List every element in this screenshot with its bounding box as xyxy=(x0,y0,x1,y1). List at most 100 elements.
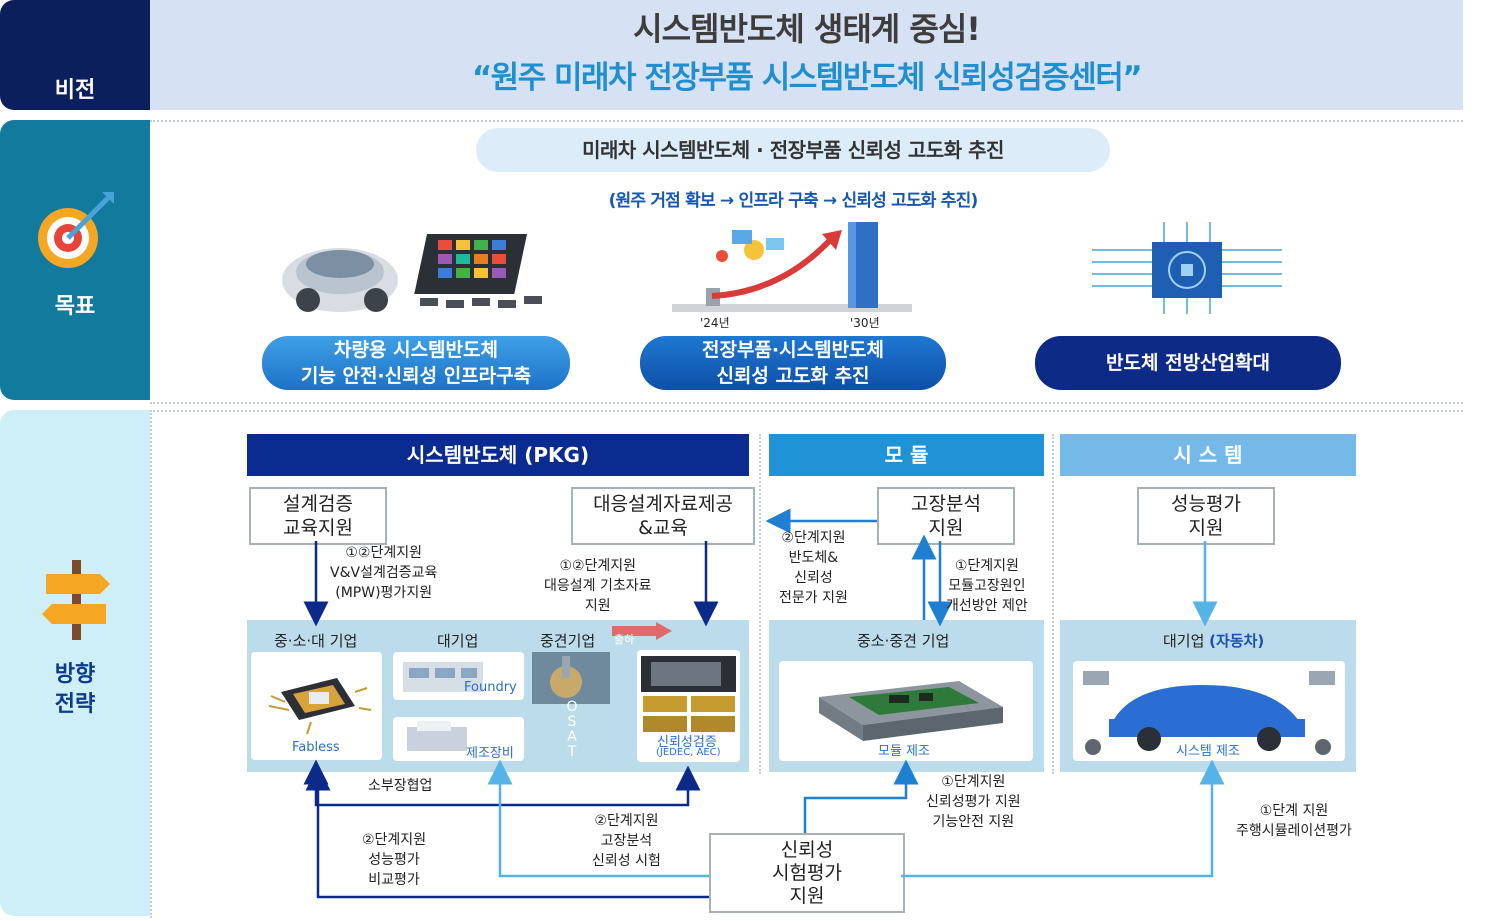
annotation-failure-test: ②단계지원 고장분석 신뢰성 시험 xyxy=(592,811,661,871)
a8-line3: 기능안전 지원 xyxy=(932,814,1015,830)
goal-pill-1: 차량용 시스템반도체 기능 안전·신뢰성 인프라구축 xyxy=(262,336,570,390)
a3-line4: 전문가 지원 xyxy=(779,590,848,606)
module-card xyxy=(779,661,1033,761)
reliability-line3: 지원 xyxy=(789,884,825,907)
header-module: 모 듈 xyxy=(769,434,1044,476)
a1-line2: V&V설계검증교육 xyxy=(330,565,438,581)
goal-pill-1-line1: 차량용 시스템반도체 xyxy=(334,339,498,361)
a2-line2: 대응설계 기초자료 xyxy=(544,578,652,594)
annotation-design-support: ①②단계지원 V&V설계검증교육 (MPW)평가지원 xyxy=(330,543,437,603)
goal-label-text: 목표 xyxy=(54,294,96,319)
annotation-data-support: ①②단계지원 대응설계 기초자료 지원 xyxy=(544,556,652,616)
a9-line1: ①단계 지원 xyxy=(1259,803,1329,819)
goal-sub-text: (원주 거점 확보 → 인프라 구축 → 신뢰성 고도화 추진) xyxy=(608,191,979,211)
pkg-col2-label: 대기업 xyxy=(437,632,479,650)
system-title-prefix: 대기업 xyxy=(1163,632,1210,650)
verify-sub-caption: (JEDEC, AEC) xyxy=(656,747,721,758)
failure-line2: 지원 xyxy=(928,517,964,539)
foundry-caption: Foundry xyxy=(464,680,517,695)
verify-caption: 신뢰성검증 xyxy=(657,735,717,750)
a4-line1: ①단계지원 xyxy=(954,558,1019,574)
annotation-driving-sim: ①단계 지원 주행시뮬레이션평가 xyxy=(1236,801,1352,841)
system-title-highlight: (자동차) xyxy=(1209,632,1265,650)
osat-vertical-label: OSAT xyxy=(566,699,578,760)
ship-arrow xyxy=(612,622,672,640)
reliability-box: 신뢰성 시험평가 지원 xyxy=(709,833,905,913)
a8-line2: 신뢰성평가 지원 xyxy=(926,794,1021,810)
vision-side-label: 비전 xyxy=(0,0,150,110)
vision-title-line2: “원주 미래차 전장부품 시스템반도체 신뢰성검증센터” xyxy=(471,60,1143,96)
annotation-module-failure: ①단계지원 모듈고장원인 개선방안 제안 xyxy=(946,556,1028,616)
a2-line1: ①②단계지원 xyxy=(559,558,637,574)
reliability-line1: 신뢰성 xyxy=(780,838,834,861)
fabless-card xyxy=(251,652,382,760)
data-edu-line2: &교육 xyxy=(638,517,688,539)
ship-label: 출하 xyxy=(614,633,635,646)
failure-line1: 고장분석 xyxy=(911,493,981,515)
header-system: 시 스 템 xyxy=(1060,434,1356,476)
annotation-perf-compare: ②단계지원 성능평가 비교평가 xyxy=(362,830,426,890)
a4-line2: 모듈고장원인 xyxy=(948,578,1026,594)
a3-line1: ②단계지원 xyxy=(781,530,846,546)
perf-box: 성능평가 지원 xyxy=(1137,487,1275,545)
strategy-label-1: 방향 xyxy=(54,662,96,687)
module-caption: 모듈 제조 xyxy=(878,744,930,759)
a8-line1: ①단계지원 xyxy=(941,774,1006,790)
a4-line3: 개선방안 제안 xyxy=(946,598,1028,614)
failure-box: 고장분석 지원 xyxy=(877,487,1015,545)
a7-line2: 고장분석 xyxy=(600,833,653,849)
a7-line1: ②단계지원 xyxy=(594,813,659,829)
strategy-side-label: 방향 전략 xyxy=(0,410,150,916)
a6-line2: 성능평가 xyxy=(368,852,420,868)
goal-pill-2-line1: 전장부품·시스템반도체 xyxy=(701,339,885,361)
goal-pill-2: 전장부품·시스템반도체 신뢰성 고도화 추진 xyxy=(640,336,946,390)
design-edu-line2: 교육지원 xyxy=(283,517,353,539)
industry-hub-illustration xyxy=(1082,218,1302,318)
design-edu-box: 설계검증 교육지원 xyxy=(249,487,387,545)
vision-panel xyxy=(150,0,1463,110)
goal-pill-1-line2: 기능 안전·신뢰성 인프라구축 xyxy=(300,365,532,387)
a1-line3: (MPW)평가지원 xyxy=(335,585,433,601)
vision-title-line1: 시스템반도체 생태계 중심! xyxy=(633,10,981,48)
a9-line2: 주행시뮬레이션평가 xyxy=(1236,823,1352,839)
system-caption: 시스템 제조 xyxy=(1176,744,1240,759)
data-edu-box: 대응설계자료제공 &교육 xyxy=(571,487,755,545)
a3-line2: 반도체& xyxy=(788,550,839,566)
goal-pill-3: 반도체 전방산업확대 xyxy=(1035,336,1341,390)
a7-line3: 신뢰성 시험 xyxy=(592,853,661,869)
header-pkg: 시스템반도체 (PKG) xyxy=(247,434,749,476)
perf-line2: 지원 xyxy=(1188,517,1224,539)
goal-pill-2-line2: 신뢰성 고도화 추진 xyxy=(716,365,870,387)
equipment-card xyxy=(393,717,524,761)
a2-line3: 지원 xyxy=(584,598,611,614)
pkg-col3-label: 중견기업 xyxy=(540,632,596,650)
a3-line3: 신뢰성 xyxy=(794,570,833,586)
pkg-col1-label: 중·소·대 기업 xyxy=(274,632,358,650)
system-card xyxy=(1073,661,1345,761)
foundry-card xyxy=(393,652,524,700)
a6-line1: ②단계지원 xyxy=(362,832,427,848)
equipment-caption: 제조장비 xyxy=(466,746,514,761)
perf-line1: 성능평가 xyxy=(1171,493,1241,515)
a6-line3: 비교평가 xyxy=(368,872,420,888)
goal-side-label: 목표 xyxy=(0,120,150,400)
signpost-icon xyxy=(40,560,112,640)
annotation-collab: 소부장협업 xyxy=(368,778,433,794)
divider-1 xyxy=(759,434,761,774)
year-start-label: '24년 xyxy=(700,316,730,330)
design-edu-line1: 설계검증 xyxy=(283,493,353,515)
module-panel-title: 중소·중견 기업 xyxy=(857,632,950,650)
a1-line1: ①②단계지원 xyxy=(345,545,422,561)
goal-main-pill: 미래차 시스템반도체 · 전장부품 신뢰성 고도화 추진 xyxy=(476,128,1110,172)
reliability-line2: 시험평가 xyxy=(772,861,842,884)
osat-image xyxy=(532,652,610,704)
fabless-caption: Fabless xyxy=(292,740,340,755)
target-icon xyxy=(36,190,116,270)
goal-pill-3-line1: 반도체 전방산업확대 xyxy=(1106,352,1270,374)
annotation-expert-support: ②단계지원 반도체& 신뢰성 전문가 지원 xyxy=(779,528,848,608)
strategy-label-2: 전략 xyxy=(54,692,96,717)
data-edu-line1: 대응설계자료제공 xyxy=(593,493,733,515)
year-end-label: '30년 xyxy=(850,316,880,330)
annotation-reliability-safety: ①단계지원 신뢰성평가 지원 기능안전 지원 xyxy=(926,772,1021,832)
car-chip-illustration xyxy=(280,220,560,320)
